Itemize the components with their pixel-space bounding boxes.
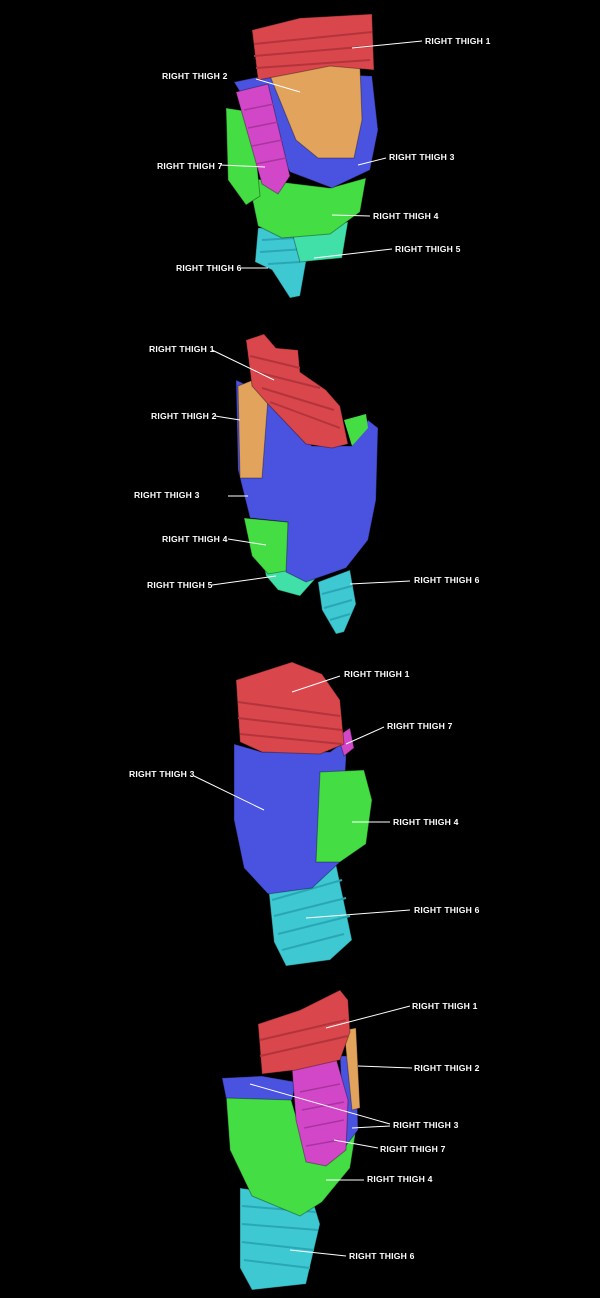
leader-lines <box>193 40 423 1257</box>
view2-part-thigh-4 <box>243 517 293 575</box>
view2-label-thigh-2: RIGHT THIGH 2 <box>151 411 217 421</box>
view1-part-thigh-4 <box>247 177 367 239</box>
view4-label-thigh-1: RIGHT THIGH 1 <box>412 1001 478 1011</box>
view2-part-thigh-4-inner <box>344 414 368 446</box>
view1-label-thigh-4: RIGHT THIGH 4 <box>373 211 439 221</box>
view2-part-thigh-1 <box>245 333 349 449</box>
view4-part-thigh-2 <box>343 1027 361 1111</box>
view3-part-thigh-4 <box>315 769 373 863</box>
view3-label-thigh-4: RIGHT THIGH 4 <box>393 817 459 827</box>
view4-label-thigh-7: RIGHT THIGH 7 <box>380 1144 446 1154</box>
view2-label-thigh-4: RIGHT THIGH 4 <box>162 534 228 544</box>
view2-part-thigh-6 <box>317 569 357 635</box>
view3-label-thigh-7: RIGHT THIGH 7 <box>387 721 453 731</box>
view3-label-thigh-1: RIGHT THIGH 1 <box>344 669 410 679</box>
view2-label-thigh-1: RIGHT THIGH 1 <box>149 344 215 354</box>
view-4 <box>221 989 361 1291</box>
view4-part-thigh-1 <box>257 989 351 1075</box>
view1-part-thigh-1 <box>251 13 375 81</box>
view4-label-thigh-3: RIGHT THIGH 3 <box>393 1120 459 1130</box>
view1-label-thigh-7: RIGHT THIGH 7 <box>157 161 223 171</box>
view1-label-thigh-5: RIGHT THIGH 5 <box>395 244 461 254</box>
view1-label-thigh-1: RIGHT THIGH 1 <box>425 36 491 46</box>
view-3 <box>233 661 373 967</box>
view3-part-thigh-1 <box>235 661 345 755</box>
view-2 <box>235 333 379 635</box>
view4-part-thigh-3 <box>221 1075 297 1101</box>
labels: RIGHT THIGH 1 RIGHT THIGH 2 RIGHT THIGH … <box>129 36 491 1261</box>
view3-label-thigh-6: RIGHT THIGH 6 <box>414 905 480 915</box>
view4-label-thigh-2: RIGHT THIGH 2 <box>414 1063 480 1073</box>
view2-label-thigh-5: RIGHT THIGH 5 <box>147 580 213 590</box>
view-1 <box>225 13 379 299</box>
view4-label-thigh-4: RIGHT THIGH 4 <box>367 1174 433 1184</box>
view2-label-thigh-6: RIGHT THIGH 6 <box>414 575 480 585</box>
view1-label-thigh-2: RIGHT THIGH 2 <box>162 71 228 81</box>
view1-part-thigh-7 <box>235 83 291 195</box>
view1-label-thigh-3: RIGHT THIGH 3 <box>389 152 455 162</box>
view1-label-thigh-6: RIGHT THIGH 6 <box>176 263 242 273</box>
view4-label-thigh-6: RIGHT THIGH 6 <box>349 1251 415 1261</box>
view2-label-thigh-3: RIGHT THIGH 3 <box>134 490 200 500</box>
view3-label-thigh-3: RIGHT THIGH 3 <box>129 769 195 779</box>
